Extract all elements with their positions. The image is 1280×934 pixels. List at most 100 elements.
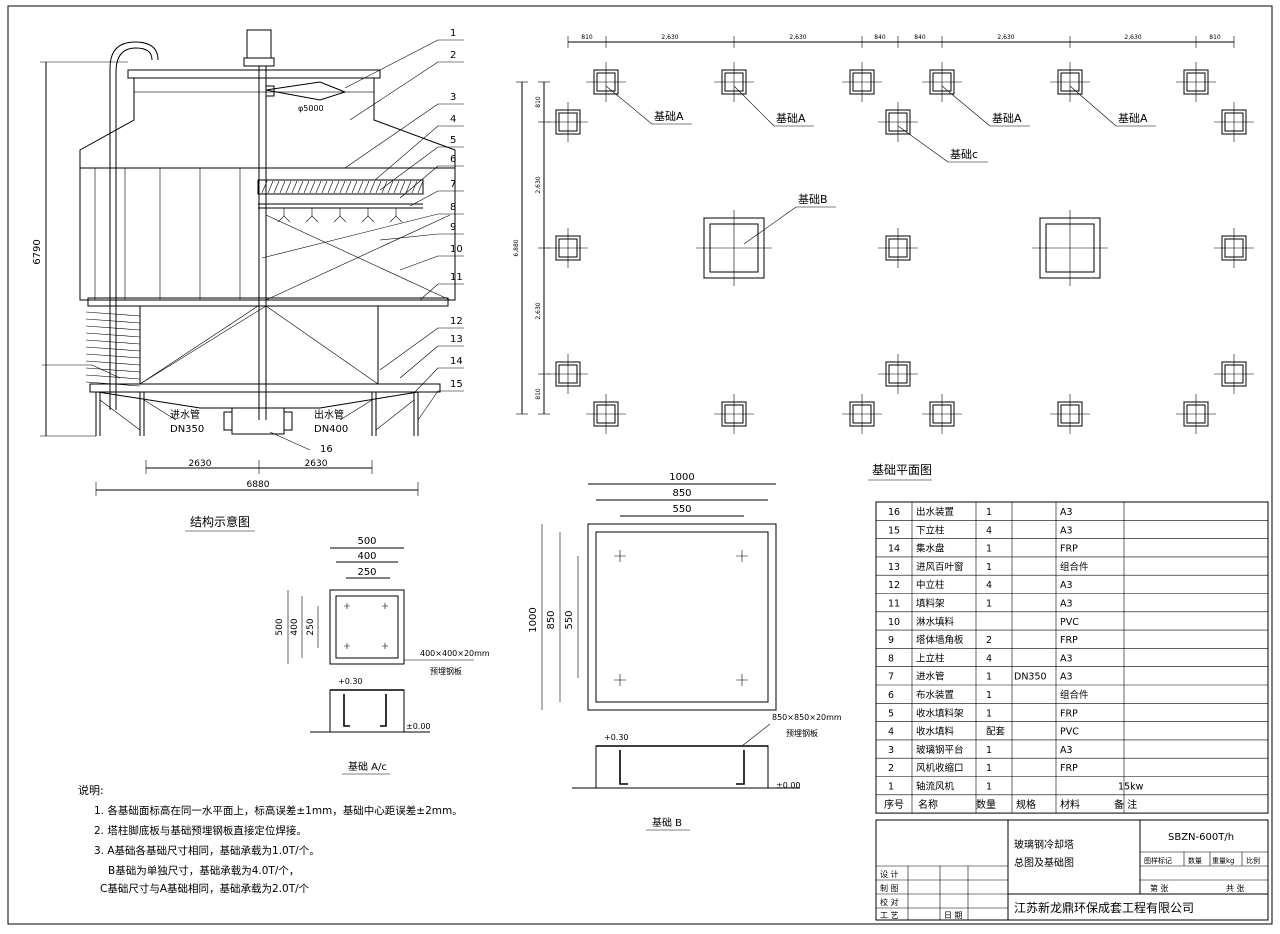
plan-top-dim: 2,630 bbox=[789, 34, 806, 41]
bom-cell: A3 bbox=[1060, 653, 1073, 664]
louvre-blade bbox=[85, 339, 141, 345]
dim-right: 2630 bbox=[305, 459, 328, 469]
bom-cell: 9 bbox=[888, 635, 894, 646]
louvre-blade bbox=[85, 311, 141, 317]
bom-cell: 7 bbox=[888, 672, 894, 683]
ac-dim-250: 250 bbox=[357, 567, 376, 578]
bom-cell: 收水填料架 bbox=[916, 707, 964, 719]
bom-cell: 塔体墙角板 bbox=[916, 634, 964, 646]
callout-leader bbox=[344, 39, 439, 89]
callout-3: 3 bbox=[450, 92, 456, 103]
drift-eliminator bbox=[257, 179, 424, 195]
bom-cell: 中立柱 bbox=[916, 579, 945, 591]
bom-header: 备 注 bbox=[1114, 798, 1137, 811]
sheet-total: 共 张 bbox=[1226, 884, 1245, 893]
b-elev-ground: ±0.00 bbox=[776, 781, 801, 790]
sheet-border bbox=[7, 5, 1273, 925]
bom-cell: 收水填料 bbox=[916, 726, 955, 738]
plan-top-dim: 810 bbox=[1209, 34, 1221, 41]
bom-cell: A3 bbox=[1060, 507, 1073, 518]
ac-plate-note: 400×400×20mm bbox=[420, 649, 490, 658]
bom-cell: DN350 bbox=[1014, 672, 1047, 683]
bom-cell: 1 bbox=[986, 745, 992, 756]
callout-leader bbox=[419, 283, 439, 301]
bom-header: 序号 bbox=[884, 798, 904, 811]
motor bbox=[246, 29, 272, 59]
bom-cell: 12 bbox=[888, 580, 900, 591]
ac-elev-ground: ±0.00 bbox=[406, 722, 431, 731]
plan-label-leader bbox=[897, 125, 949, 163]
dim-left: 2630 bbox=[189, 459, 212, 469]
bom-cell: 下立柱 bbox=[916, 524, 945, 536]
drawing-name-1: 玻璃钢冷却塔 bbox=[1014, 838, 1074, 851]
b-plan-outer bbox=[587, 523, 777, 711]
callout-12: 12 bbox=[450, 316, 463, 327]
bom-cell: 集水盘 bbox=[916, 543, 945, 555]
plan-left-dim: 2,630 bbox=[535, 176, 542, 193]
role-process: 工 艺 bbox=[880, 911, 899, 920]
callout-leader bbox=[269, 431, 311, 451]
bom-cell: 填料架 bbox=[916, 598, 945, 610]
dim-total: 6880 bbox=[247, 480, 270, 490]
col-weight: 重量kg bbox=[1212, 857, 1235, 865]
bom-cell: 3 bbox=[888, 745, 894, 756]
inlet-size: DN350 bbox=[170, 424, 204, 435]
ac-plan-outer bbox=[329, 589, 405, 665]
bom-cell: 淋水填料 bbox=[916, 616, 955, 628]
louvre-blade bbox=[85, 318, 141, 324]
plan-top-dim: 840 bbox=[874, 34, 886, 41]
louvre-blade bbox=[85, 360, 141, 366]
plan-left-dim: 810 bbox=[535, 388, 542, 400]
bom-cell: FRP bbox=[1060, 544, 1078, 555]
louvre-blade bbox=[85, 367, 141, 373]
bom-header: 名称 bbox=[918, 798, 938, 811]
louvre-blade bbox=[85, 374, 141, 380]
bom-cell: 1 bbox=[986, 672, 992, 683]
b-side-1000: 1000 bbox=[528, 607, 539, 632]
note-3: 3. A基础各基础尺寸相同，基础承载为1.0T/个。 bbox=[94, 844, 320, 857]
note-1: 1. 各基础面标高在同一水平面上，标高误差±1mm，基础中心距误差±2mm。 bbox=[94, 804, 463, 817]
callout-leader bbox=[399, 345, 439, 379]
callout-7: 7 bbox=[450, 179, 456, 190]
bom-cell: 11 bbox=[888, 599, 900, 610]
bom-cell: 轴流风机 bbox=[916, 781, 955, 793]
callout-leader bbox=[379, 146, 439, 191]
title-block: 玻璃钢冷却塔 总图及基础图 SBZN-600T/h 图样标记 数量 重量kg 比… bbox=[875, 819, 1269, 921]
nozzle-spray bbox=[305, 215, 319, 223]
bom-cell: 14 bbox=[888, 544, 900, 555]
callout-leader bbox=[379, 233, 439, 241]
foundation-b-detail: 1000 850 550 1000 850 550 850×850×20mm 预… bbox=[528, 472, 842, 831]
b-title: 基础 B bbox=[652, 816, 682, 829]
b-section bbox=[595, 745, 769, 789]
fan-diameter: φ5000 bbox=[298, 104, 324, 113]
plan-label: 基础A bbox=[992, 112, 1022, 125]
callout-9: 9 bbox=[450, 222, 456, 233]
bom-cell: 组合件 bbox=[1060, 561, 1089, 573]
sheet-number: 第 张 bbox=[1150, 883, 1169, 893]
callout-8: 8 bbox=[450, 202, 456, 213]
air-inlet-louvres bbox=[85, 311, 141, 387]
nozzle-spray bbox=[333, 215, 347, 223]
note-2: 2. 塔柱脚底板与基础预埋钢板直接定位焊接。 bbox=[94, 824, 307, 837]
callout-leader bbox=[374, 125, 439, 181]
note-4: B基础为单独尺寸，基础承载为4.0T/个， bbox=[108, 864, 299, 877]
b-plate-note: 850×850×20mm bbox=[772, 713, 842, 722]
bom-cell: 4 bbox=[986, 525, 992, 536]
callout-leader bbox=[261, 213, 439, 259]
plan-top-dim: 810 bbox=[581, 34, 593, 41]
bom-cell: 1 bbox=[986, 562, 992, 573]
plan-label: 基础A bbox=[1118, 112, 1148, 125]
louvre-blade bbox=[85, 346, 141, 352]
callout-11: 11 bbox=[450, 272, 463, 283]
fill-frame bbox=[87, 297, 449, 307]
col-qty: 数量 bbox=[1188, 856, 1202, 865]
b-side-550: 550 bbox=[564, 610, 575, 629]
callout-15: 15 bbox=[450, 379, 463, 390]
callout-leader bbox=[344, 103, 439, 169]
callout-leader bbox=[399, 165, 439, 199]
callout-4: 4 bbox=[450, 114, 456, 125]
bom-cell: 2 bbox=[888, 763, 894, 774]
